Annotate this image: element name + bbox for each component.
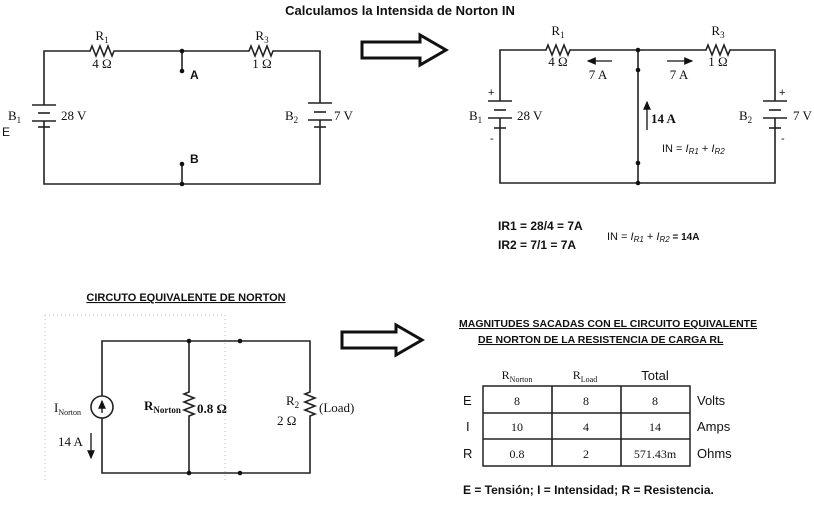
svg-text:0.8 Ω: 0.8 Ω [197, 401, 227, 416]
ir2-calc: IR2 = 7/1 = 7A [498, 238, 576, 252]
battery-b2 [308, 102, 332, 128]
node-b-label: B [190, 152, 199, 166]
table-cell: 8 [652, 394, 658, 408]
svg-text:B1: B1 [469, 108, 482, 125]
column-header: Total [641, 368, 669, 383]
page-title: Calculamos la Intensida de Norton IN [285, 3, 515, 18]
table-cell: 571.43m [634, 447, 677, 461]
norton-equivalent-circuit: INorton 14 A RNorton 0.8 Ω R2 2 Ω (Load) [44, 314, 354, 482]
ir1-calc: IR1 = 28/4 = 7A [498, 219, 583, 233]
b2-value: 7 V [334, 108, 354, 123]
table-heading-1: MAGNITUDES SACADAS CON EL CIRCUITO EQUIV… [459, 318, 757, 330]
arrow-right-icon [360, 32, 450, 68]
svg-text:14 A: 14 A [58, 434, 84, 449]
row-unit: Volts [697, 393, 726, 408]
node-a-label: A [190, 68, 199, 82]
current-right: 7 A [670, 67, 689, 82]
svg-text:2 Ω: 2 Ω [277, 413, 296, 428]
row-label: I [466, 419, 470, 434]
r3-label: R3 [255, 28, 269, 45]
svg-text:7 V: 7 V [793, 108, 813, 123]
plus-sign: + [488, 87, 494, 99]
svg-text:R3: R3 [711, 23, 725, 40]
norton-heading: CIRCUTO EQUIVALENTE DE NORTON [86, 292, 285, 304]
svg-text:R2: R2 [286, 393, 299, 410]
table-cell: 4 [583, 420, 589, 434]
svg-text:B2: B2 [739, 108, 752, 125]
battery-b1 [488, 100, 512, 129]
current-left: 7 A [589, 67, 608, 82]
svg-text:4 Ω: 4 Ω [548, 54, 567, 69]
r3-value: 1 Ω [252, 56, 271, 71]
minus-sign: - [781, 133, 785, 145]
stray-letter: E [2, 125, 10, 139]
minus-sign: - [490, 133, 494, 145]
r1-value: 4 Ω [92, 56, 111, 71]
battery-b1 [32, 104, 56, 128]
b1-value: 28 V [61, 108, 87, 123]
b2-label: B2 [285, 108, 298, 125]
table-cell: 10 [511, 420, 523, 434]
plus-sign: + [779, 87, 785, 99]
svg-text:INorton: INorton [54, 400, 81, 417]
r1-label: R1 [95, 28, 108, 45]
svg-text:1 Ω: 1 Ω [708, 54, 727, 69]
table-legend: E = Tensión; I = Intensidad; R = Resiste… [463, 483, 714, 497]
total-calc: IN = IR1 + IR2 = 14A [607, 231, 699, 244]
row-unit: Amps [697, 419, 731, 434]
table-cell: 14 [649, 420, 661, 434]
column-header: RNorton [502, 368, 533, 384]
dotted-boundary [44, 314, 226, 482]
terminal-b [179, 161, 185, 167]
table-cell: 8 [514, 394, 520, 408]
svg-text:RNorton: RNorton [144, 398, 181, 415]
norton-current-circuit: R1 4 Ω R3 1 Ω 7 A 7 A 14 A IN = IR1 + IR… [469, 23, 813, 186]
current-mid: 14 A [651, 111, 677, 126]
battery-b2 [763, 100, 787, 129]
table-cell: 2 [583, 447, 589, 461]
arrow-right-icon [340, 322, 426, 358]
row-label: R [463, 446, 472, 461]
svg-text:R1: R1 [551, 23, 564, 40]
b1-label: B1 [8, 108, 21, 125]
svg-text:(Load): (Load) [319, 400, 354, 415]
table-heading-2: DE NORTON DE LA RESISTENCIA DE CARGA RL [478, 334, 724, 346]
formula: IN = IR1 + IR2 [662, 143, 725, 156]
svg-text:28 V: 28 V [517, 108, 543, 123]
row-label: E [463, 393, 472, 408]
terminal-a [179, 68, 185, 74]
table-cell: 0.8 [510, 447, 525, 461]
results-table: RNorton RLoad Total E 8 8 8 Volts I 10 4… [463, 368, 732, 467]
table-cell: 8 [583, 394, 589, 408]
original-circuit: R1 4 Ω R3 1 Ω A B B1 28 V E B2 7 V [2, 28, 354, 187]
column-header: RLoad [573, 368, 597, 384]
row-unit: Ohms [697, 446, 732, 461]
